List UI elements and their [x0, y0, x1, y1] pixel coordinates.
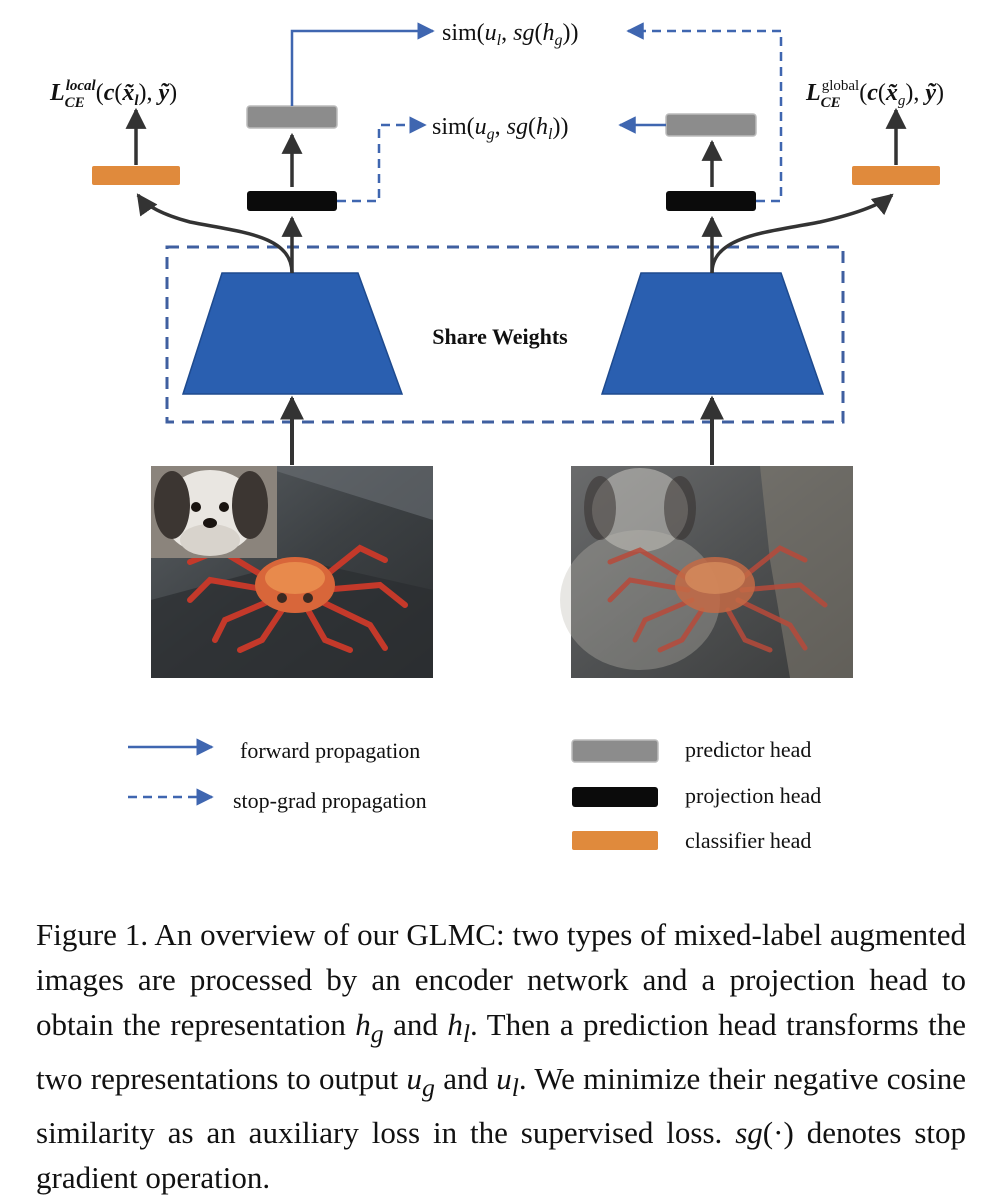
left-predictor-to-sim-top-arrow: [290, 22, 435, 106]
math-h: h: [355, 1007, 371, 1042]
right-projection-to-sim-top-arrow: [626, 22, 783, 203]
legend-stopgrad-label: stop-grad propagation: [233, 788, 427, 813]
encoder-right: [600, 272, 825, 395]
loss-global-label: LCEglobal(c(x̃g), ỹ): [805, 78, 944, 111]
legend-predictor-swatch: [571, 739, 659, 763]
math-h: h: [447, 1007, 463, 1042]
caption-and-2: and: [434, 1061, 497, 1097]
math-u: u: [406, 1061, 423, 1097]
math-sg: sg: [735, 1115, 763, 1151]
caption-text-3: . We minimize their negative cosine simi…: [36, 1061, 966, 1151]
math-sg-arg: (·): [762, 1115, 794, 1151]
sim-top-label: sim(ul, sg(hg)): [442, 20, 578, 49]
caption-and-1: and: [383, 1007, 448, 1042]
share-weights-label: Share Weights: [432, 324, 568, 349]
right-to-classifier-arrow: [710, 193, 894, 274]
legend-projection-label: projection head: [685, 783, 821, 808]
math-sub-l: l: [462, 1019, 471, 1049]
left-predictor-head: [246, 105, 338, 129]
share-weights-box: [165, 245, 845, 424]
left-to-classifier-arrow: [136, 193, 294, 274]
math-u: u: [496, 1061, 512, 1097]
right-input-image: [560, 466, 853, 678]
glmc-diagram: Share Weights sim(ul, sg(hg)) sim(ug, sg…: [49, 20, 944, 853]
caption-text-2: . Then a prediction head transforms the …: [36, 1007, 966, 1097]
caption-text-1: An overview of our GLMC: two types of mi…: [36, 917, 966, 1042]
right-projection-head: [666, 191, 756, 211]
figure-label: Figure 1.: [36, 917, 149, 952]
legend-forward-label: forward propagation: [240, 738, 420, 763]
right-classifier-head: [852, 166, 940, 185]
crab-shape-blended: [607, 545, 828, 653]
legend: forward propagation stop-grad propagatio…: [128, 737, 821, 853]
legend-classifier-swatch: [572, 831, 658, 850]
legend-classifier-label: classifier head: [685, 828, 811, 853]
legend-projection-swatch: [572, 787, 658, 807]
right-predictor-head: [665, 113, 757, 137]
crab-shape: [187, 544, 408, 653]
math-sub-g: g: [422, 1073, 435, 1103]
left-projection-head: [247, 191, 337, 211]
left-input-image: [151, 466, 433, 678]
math-sub-g: g: [370, 1019, 384, 1049]
legend-predictor-label: predictor head: [685, 737, 811, 762]
encoder-left: [181, 272, 404, 395]
figure-caption: Figure 1. An overview of our GLMC: two t…: [36, 912, 966, 1200]
loss-local-label: LCElocal(c(x̃l), ỹ): [49, 78, 177, 111]
left-projection-to-sim-mid-arrow: [337, 116, 427, 203]
left-classifier-head: [92, 166, 180, 185]
sim-mid-label: sim(ug, sg(hl)): [432, 114, 568, 143]
math-sub-l: l: [511, 1073, 519, 1103]
